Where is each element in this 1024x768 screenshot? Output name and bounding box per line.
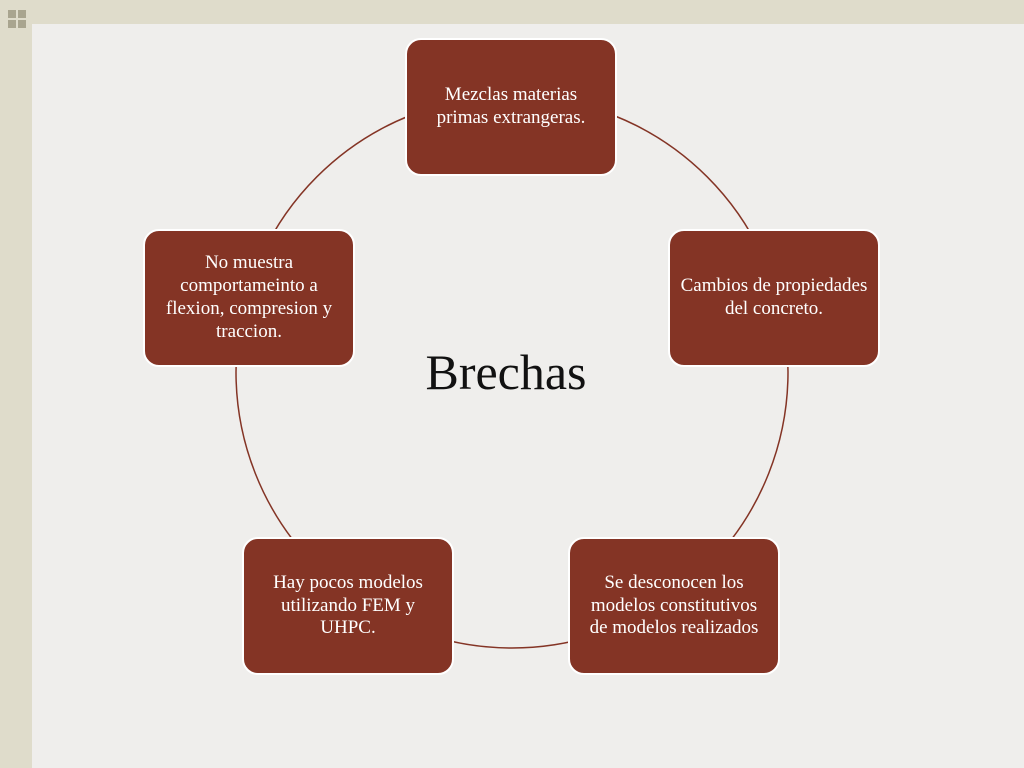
cycle-node-constitutive-models: Se desconocen los modelos constitutivos …	[568, 537, 780, 675]
cycle-node-text: Cambios de propiedades del concreto.	[680, 275, 868, 319]
four-square-bullet-icon	[7, 9, 27, 29]
cycle-node-text: No muestra comportameinto a flexion, com…	[165, 252, 333, 342]
cycle-node-fem-models: Hay pocos modelos utilizando FEM y UHPC.	[242, 537, 454, 675]
cycle-node-text: Mezclas materias primas extrangeras.	[436, 84, 586, 128]
cycle-node-behavior: No muestra comportameinto a flexion, com…	[143, 229, 355, 367]
cycle-node-raw-materials: Mezclas materias primas extrangeras.	[405, 38, 617, 176]
cycle-node-text: Se desconocen los modelos constitutivos …	[589, 571, 759, 639]
cycle-node-property-changes: Cambios de propiedades del concreto.	[668, 229, 880, 367]
cycle-node-text: Hay pocos modelos utilizando FEM y UHPC.	[273, 571, 423, 639]
slide-title: Brechas	[425, 344, 587, 400]
